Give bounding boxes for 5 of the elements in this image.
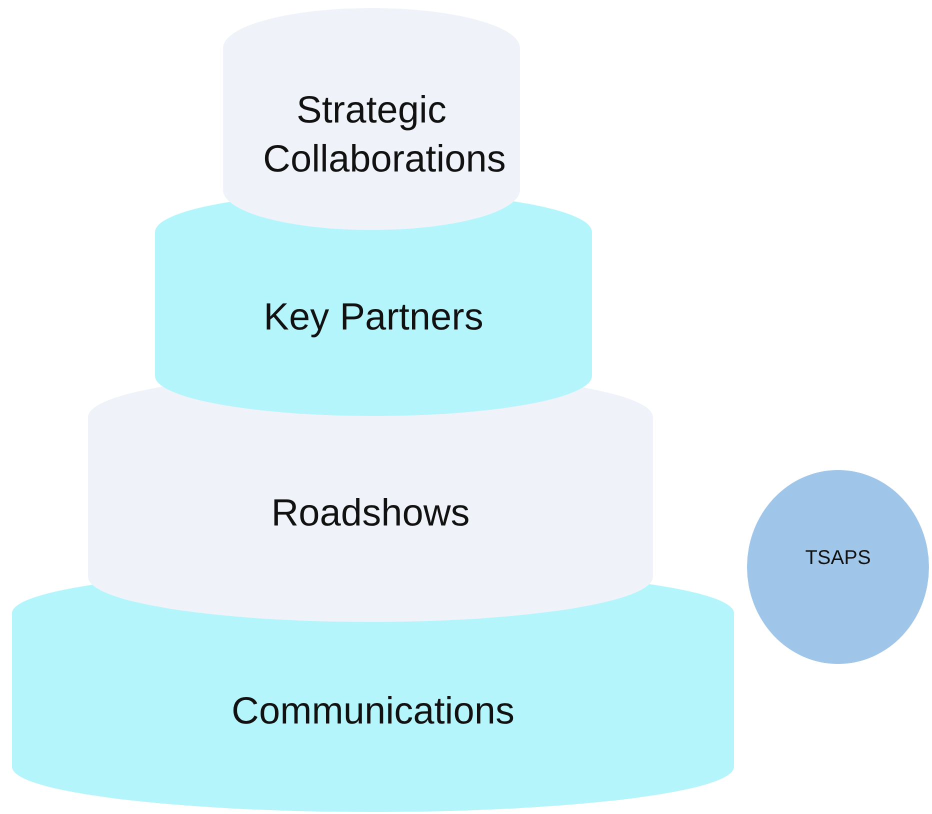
tier-label: Roadshows [270, 491, 471, 536]
circle-label: TSAPS [804, 546, 872, 571]
tier-label: Communications [230, 689, 516, 734]
tier-label: Key Partners [262, 295, 484, 340]
tier-label: Strategic Collaborations [262, 88, 507, 183]
